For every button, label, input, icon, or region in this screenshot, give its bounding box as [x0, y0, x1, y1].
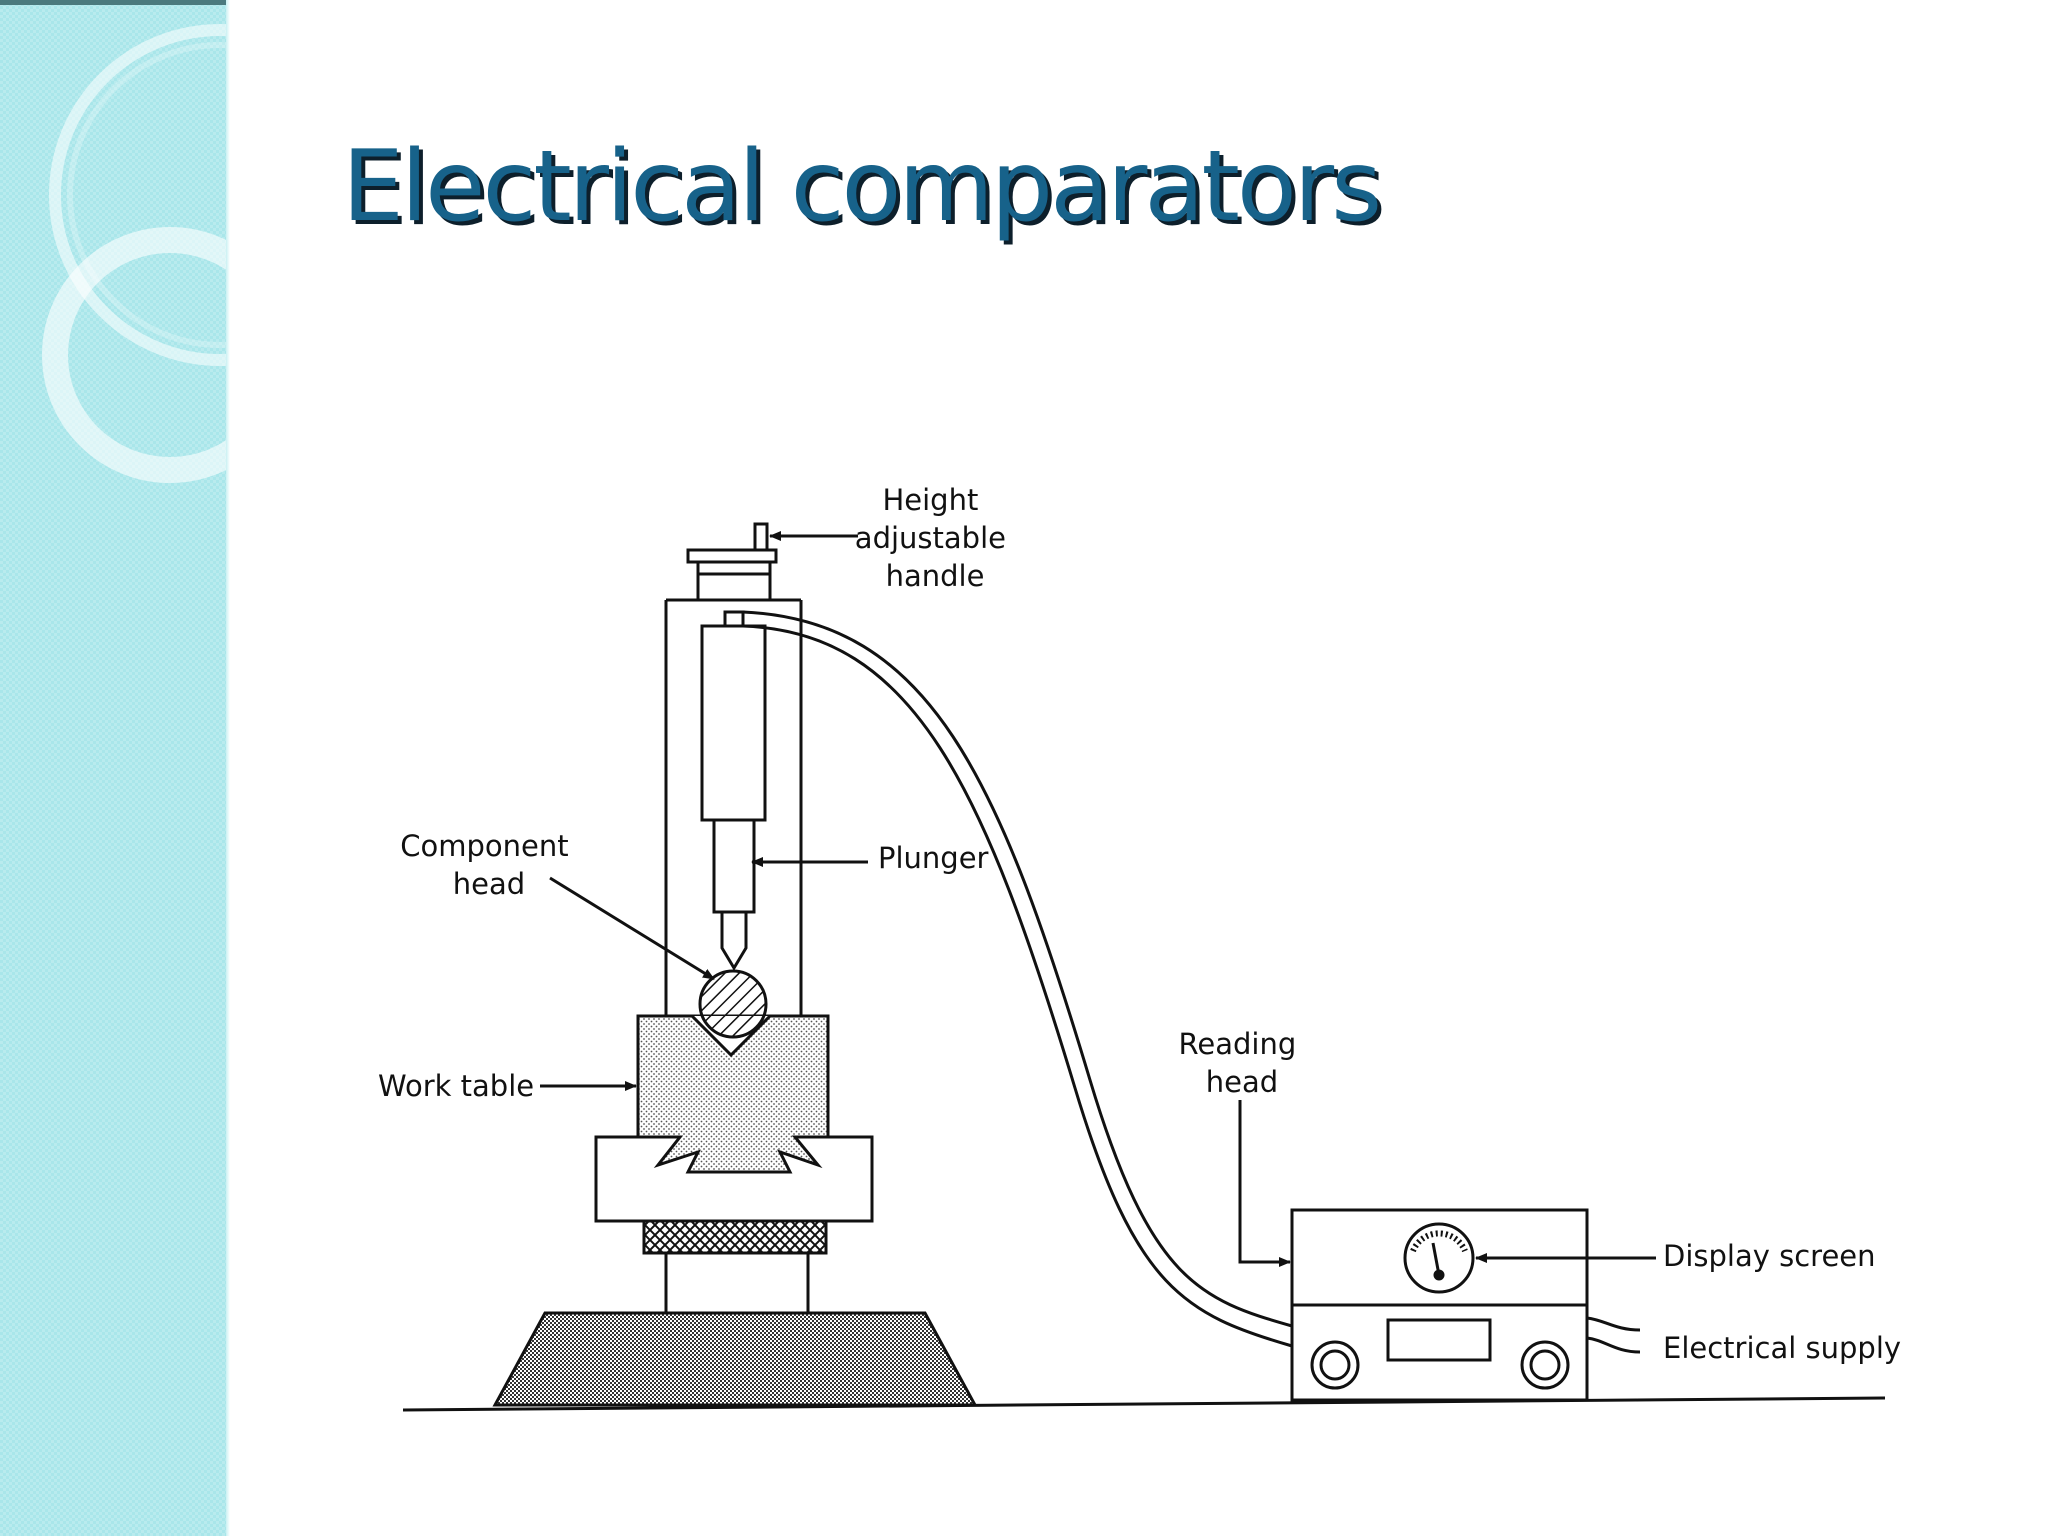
reading-head-cable: [742, 610, 1293, 1348]
top-cap: [686, 548, 778, 602]
electrical-supply-label: Electrical supply: [1663, 1331, 1901, 1365]
ground-line: [402, 1396, 1886, 1412]
plunger-assembly: [700, 610, 767, 971]
reading-unit: [1290, 1208, 1641, 1402]
component-workpiece: [698, 969, 768, 1039]
readout-window: [1386, 1318, 1492, 1362]
decorative-rings: [42, 24, 228, 483]
component-head-arrow: [549, 876, 715, 981]
work-table-label: Work table: [378, 1069, 534, 1103]
left-knob: [1310, 1340, 1360, 1390]
sidebar-edge: [226, 0, 230, 1536]
knurled-adjuster: [642, 1218, 828, 1255]
display-dial: [1403, 1222, 1475, 1294]
decorative-sidebar: [0, 0, 228, 1536]
base: [492, 1311, 978, 1407]
sidebar-top-tab: [0, 0, 228, 5]
reading-head-label: Reading head: [1179, 1027, 1306, 1099]
display-screen-label: Display screen: [1663, 1239, 1876, 1273]
support-posts: [664, 1253, 810, 1313]
height-handle-label: Height adjustable handle: [855, 483, 1015, 593]
component-head-label: Component head: [400, 829, 578, 901]
plunger-label: Plunger: [878, 841, 989, 875]
right-knob: [1520, 1340, 1570, 1390]
supply-wires: [1586, 1316, 1641, 1354]
work-table: [636, 1014, 830, 1174]
slide-title: Electrical comparators: [342, 130, 1382, 244]
height-adjustable-handle: [753, 522, 769, 552]
reading-head-arrow: [1238, 1100, 1291, 1267]
